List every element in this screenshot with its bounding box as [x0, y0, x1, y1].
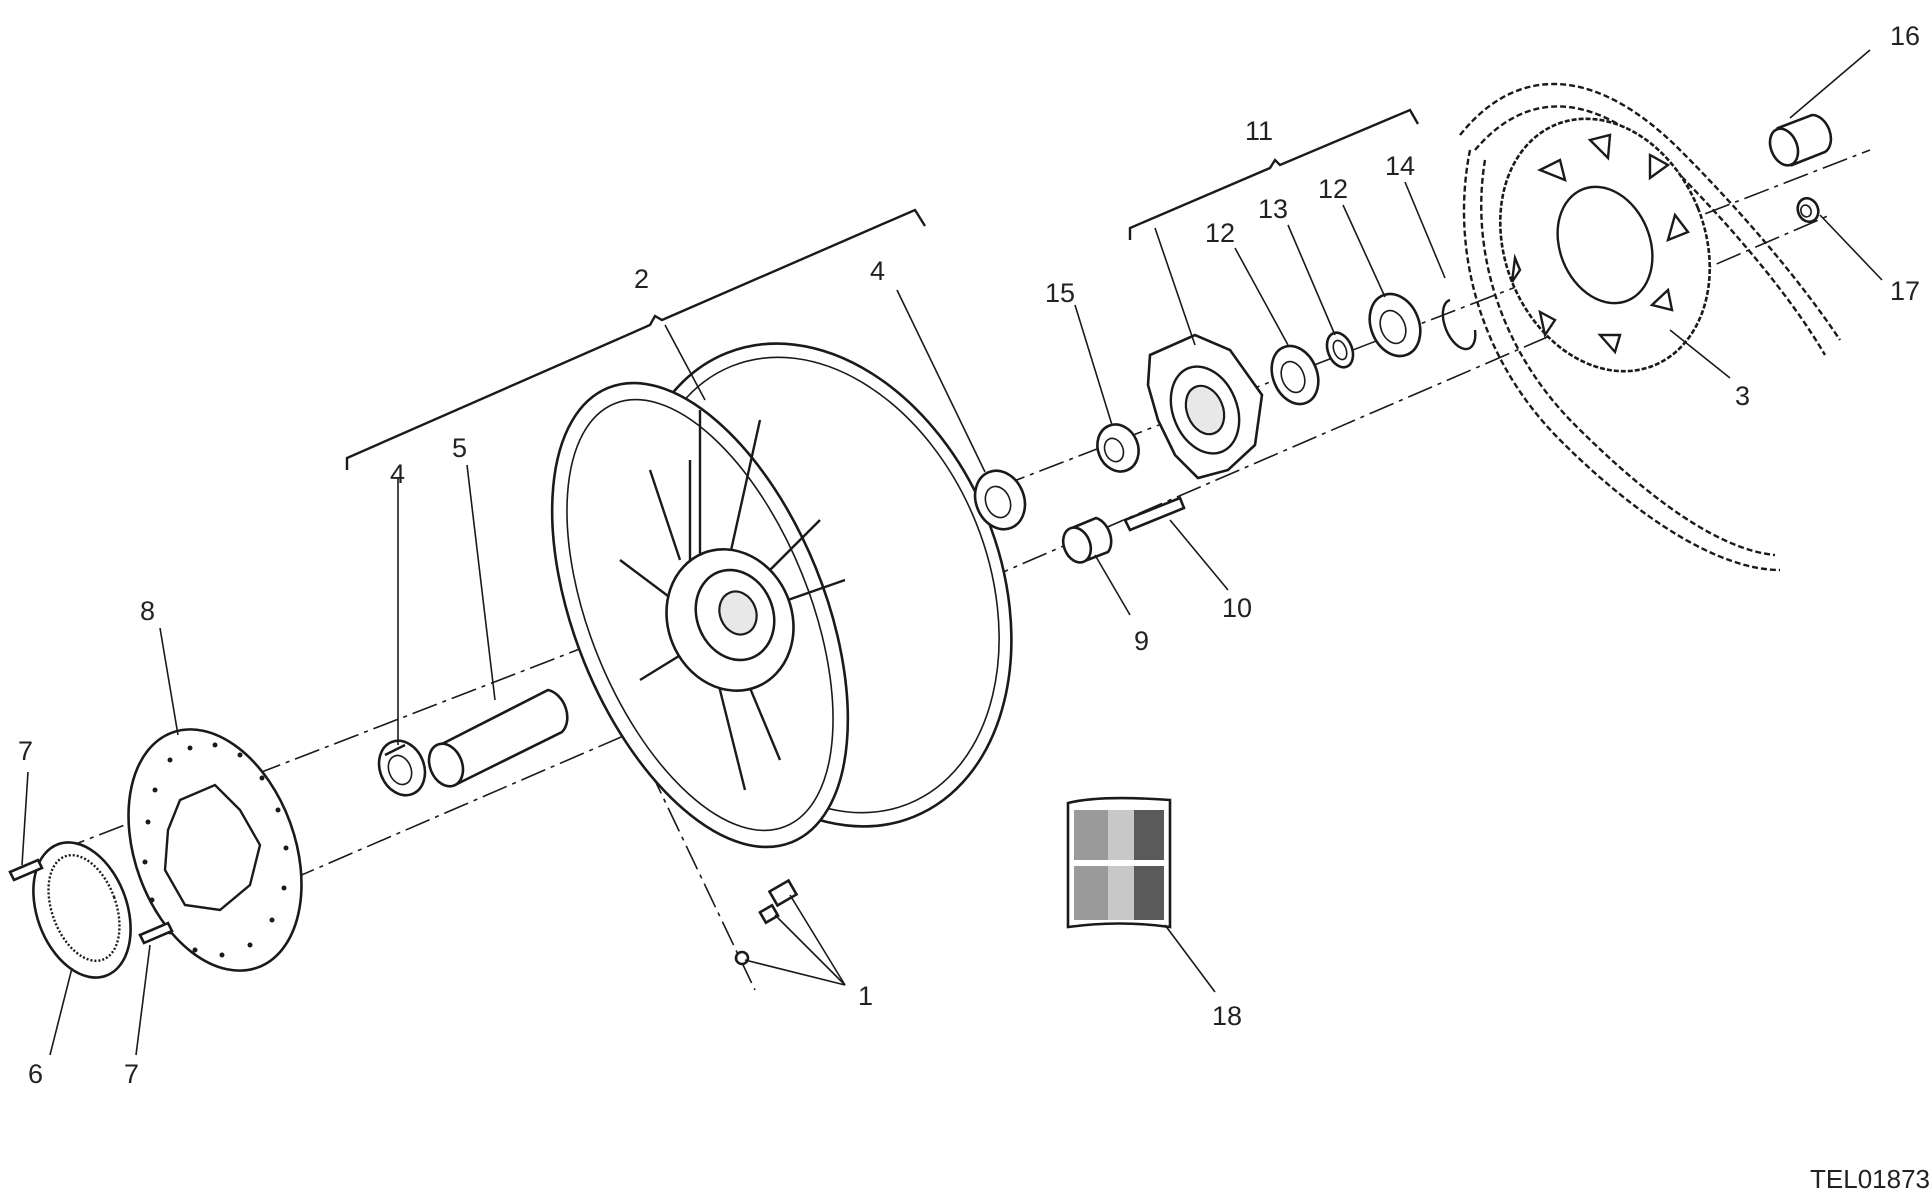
nut-17	[1796, 196, 1820, 224]
spacer-tube	[427, 688, 569, 788]
callout-16: 16	[1890, 21, 1920, 51]
callout-numbers: 1 2 3 4 4 5 6 7 7 8 9 10 11 12 12 13 14 …	[18, 21, 1920, 1089]
callout-15: 15	[1045, 278, 1075, 308]
rear-sprocket	[1498, 117, 1712, 373]
callout-5: 5	[452, 433, 467, 463]
nut-16	[1768, 113, 1833, 167]
callout-9: 9	[1134, 626, 1149, 656]
spacer-9	[1061, 516, 1113, 564]
circlip-14	[1441, 298, 1477, 351]
callout-3: 3	[1735, 381, 1750, 411]
disc-screws	[8, 858, 174, 945]
callout-10: 10	[1222, 593, 1252, 623]
sprocket-carrier	[1146, 333, 1264, 480]
valve-parts	[734, 878, 799, 966]
leader-lines	[21, 49, 1883, 1056]
bracket-group-2	[345, 208, 927, 470]
bearing-12-a	[1270, 344, 1320, 406]
callout-17: 17	[1890, 276, 1920, 306]
callout-4-right: 4	[870, 256, 885, 286]
rear-wheel	[550, 342, 1013, 849]
washer-13	[1325, 331, 1355, 369]
callout-7-bottom: 7	[124, 1059, 139, 1089]
callout-8: 8	[140, 596, 155, 626]
bracket-group-11	[1128, 108, 1420, 240]
drawing-code: TEL01873	[1810, 1164, 1930, 1194]
bearing-12-b	[1368, 292, 1422, 358]
spacer-15	[1096, 423, 1140, 473]
callout-1: 1	[858, 981, 873, 1011]
callout-2: 2	[634, 264, 649, 294]
bearing-right	[973, 469, 1027, 531]
callout-13: 13	[1258, 194, 1288, 224]
tone-ring	[32, 841, 132, 979]
decal-sticker	[1066, 796, 1172, 929]
brake-disc	[127, 728, 303, 972]
sprocket-windows	[1510, 133, 1690, 355]
callout-7-top: 7	[18, 736, 33, 766]
callout-12-left: 12	[1205, 218, 1235, 248]
callout-14: 14	[1385, 151, 1415, 181]
callout-18: 18	[1212, 1001, 1242, 1031]
callout-6: 6	[28, 1059, 43, 1089]
callout-4-left: 4	[390, 459, 405, 489]
callout-11: 11	[1245, 116, 1273, 146]
stud-10	[1123, 496, 1186, 532]
bearing-left	[377, 739, 427, 797]
callout-12-right: 12	[1318, 174, 1348, 204]
